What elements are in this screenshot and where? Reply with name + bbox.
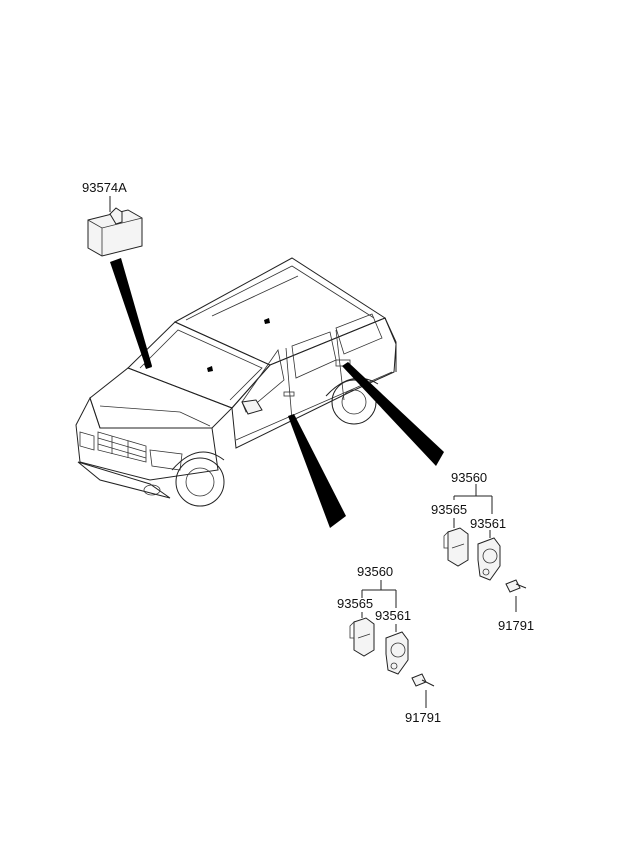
- pointer-front-door: [288, 414, 346, 528]
- label-rear-91791: 91791: [498, 618, 534, 633]
- label-front-93561: 93561: [375, 608, 411, 623]
- pointer-rear-door: [342, 362, 444, 466]
- control-module: [87, 196, 143, 257]
- label-front-93565: 93565: [337, 596, 373, 611]
- label-front-93560: 93560: [357, 564, 393, 579]
- label-93574a: 93574A: [82, 180, 127, 195]
- label-rear-93560: 93560: [451, 470, 487, 485]
- front-switch-assembly: [349, 580, 435, 708]
- label-rear-93565: 93565: [431, 502, 467, 517]
- pointer-module: [110, 258, 152, 368]
- label-front-91791: 91791: [405, 710, 441, 725]
- vehicle-illustration: [75, 257, 397, 507]
- label-rear-93561: 93561: [470, 516, 506, 531]
- rear-switch-assembly: [443, 484, 527, 612]
